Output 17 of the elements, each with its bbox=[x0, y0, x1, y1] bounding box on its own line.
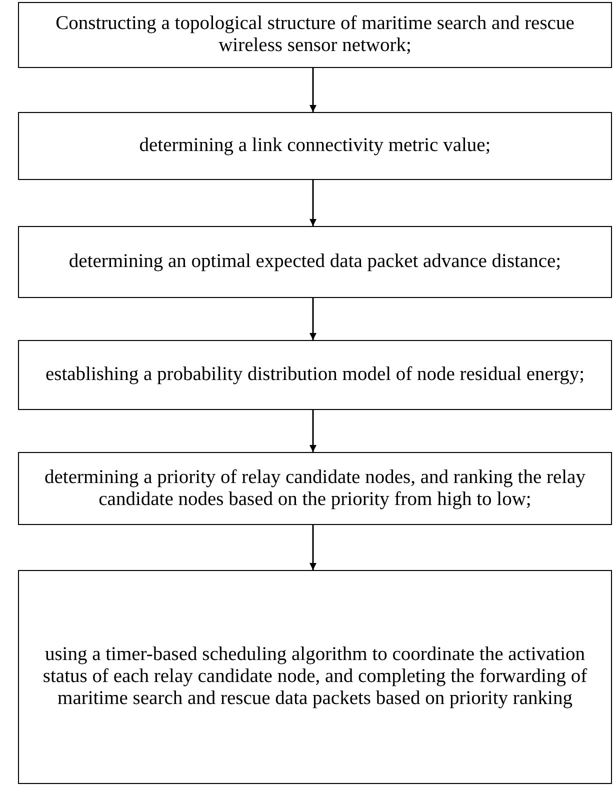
step-text: establishing a probability distribution model of node residual energy; bbox=[45, 364, 585, 386]
arrow bbox=[310, 298, 316, 340]
process-box bbox=[18, 452, 612, 525]
process-box bbox=[18, 340, 612, 410]
step-text: Constructing a topological structure of maritime search and rescue wireless sensor network; bbox=[54, 13, 576, 57]
arrow bbox=[310, 410, 316, 452]
step-text: determining an optimal expected data packet advance distance; bbox=[68, 251, 562, 273]
process-box bbox=[18, 2, 612, 68]
step-text: determining a priority of relay candidate nodes, and ranking the relay candidate nodes based on the priority from high to low; bbox=[44, 466, 586, 510]
arrow bbox=[310, 525, 316, 570]
process-box bbox=[18, 570, 612, 784]
step-text: using a timer-based scheduling algorithm to coordinate the activation status of each relay candidate node, and completing the forwarding of maritime search and rescue data packets based on priority ranking bbox=[42, 644, 588, 710]
arrow bbox=[310, 68, 316, 112]
process-box bbox=[18, 226, 612, 298]
step-text: determining a link connectivity metric value; bbox=[139, 135, 491, 157]
process-box bbox=[18, 112, 612, 180]
arrow bbox=[310, 180, 316, 226]
